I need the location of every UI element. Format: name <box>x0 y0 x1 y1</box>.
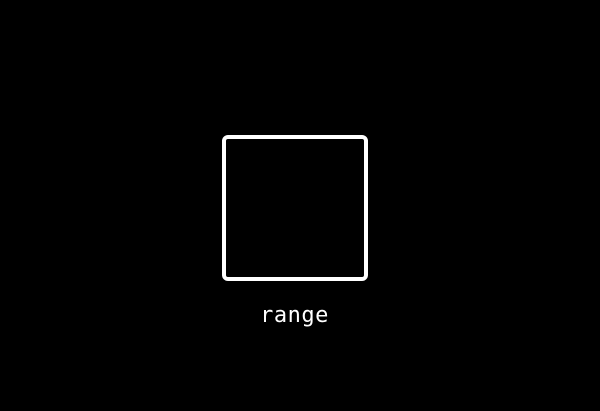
range-square <box>222 135 368 281</box>
range-label: range <box>260 303 329 328</box>
